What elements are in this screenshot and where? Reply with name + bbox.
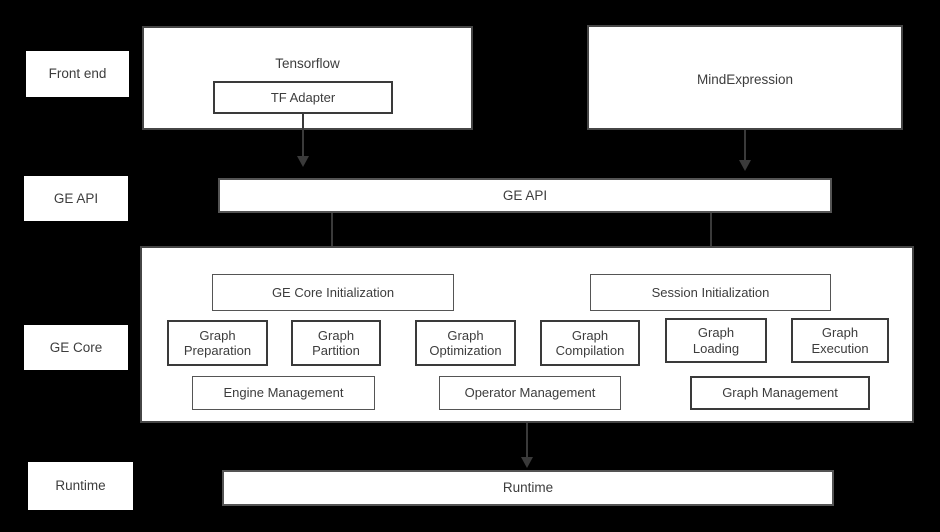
ge-api-bar-label: GE API [502,187,548,203]
operator-management-box[interactable]: Operator Management [439,376,621,410]
arrow-tf-adapter-to-ge-api-line [302,114,304,157]
graph-optimization-label: Graph Optimization [429,327,502,358]
arrow-mindexpression-to-ge-api-line [744,130,746,161]
graph-loading-label: Graph Loading [692,325,740,356]
graph-execution-box[interactable]: Graph Execution [791,318,889,363]
graph-partition-box[interactable]: Graph Partition [291,320,381,366]
stage-label-ge-api: GE API [24,176,128,221]
arrow-tf-adapter-to-ge-api-head [297,156,309,167]
runtime-bar-label: Runtime [502,480,554,496]
arrow-ge-core-to-runtime-line [526,423,528,458]
graph-management-box[interactable]: Graph Management [690,376,870,410]
tensorflow-container: Tensorflow [142,26,473,130]
graph-execution-label: Graph Execution [811,325,869,356]
mindexpression-container: MindExpression [587,25,903,130]
engine-management-label: Engine Management [223,385,344,401]
graph-preparation-box[interactable]: Graph Preparation [167,320,268,366]
arrow-mindexpression-to-ge-api-head [739,160,751,171]
graph-optimization-box[interactable]: Graph Optimization [415,320,516,366]
graph-partition-label: Graph Partition [312,327,360,358]
arrow-ge-core-to-runtime-head [521,457,533,468]
mindexpression-title: MindExpression [696,72,794,87]
stage-label-runtime-text: Runtime [55,478,106,494]
tensorflow-title: Tensorflow [275,56,340,71]
runtime-bar[interactable]: Runtime [222,470,834,506]
tf-adapter-label: TF Adapter [270,89,336,105]
stage-label-ge-core-text: GE Core [49,339,103,355]
ge-core-initialization-label: GE Core Initialization [271,284,395,300]
ge-core-initialization-box[interactable]: GE Core Initialization [212,274,454,311]
engine-management-box[interactable]: Engine Management [192,376,375,410]
session-initialization-box[interactable]: Session Initialization [590,274,831,311]
graph-compilation-box[interactable]: Graph Compilation [540,320,640,366]
graph-management-label: Graph Management [722,385,838,401]
stage-label-front-end-text: Front end [48,66,107,82]
tf-adapter-box[interactable]: TF Adapter [213,81,393,114]
graph-compilation-label: Graph Compilation [555,327,625,358]
graph-loading-box[interactable]: Graph Loading [665,318,767,363]
stage-label-ge-core: GE Core [24,325,128,370]
stage-label-ge-api-text: GE API [53,190,99,206]
graph-preparation-label: Graph Preparation [183,327,252,358]
arrow-ge-api-to-session-init-line [710,213,712,257]
arrow-ge-api-to-ge-core-init-line [331,213,333,257]
ge-api-bar[interactable]: GE API [218,178,832,213]
session-initialization-label: Session Initialization [651,284,770,300]
operator-management-label: Operator Management [464,385,596,401]
stage-label-front-end: Front end [26,51,129,97]
stage-label-runtime: Runtime [28,462,133,510]
